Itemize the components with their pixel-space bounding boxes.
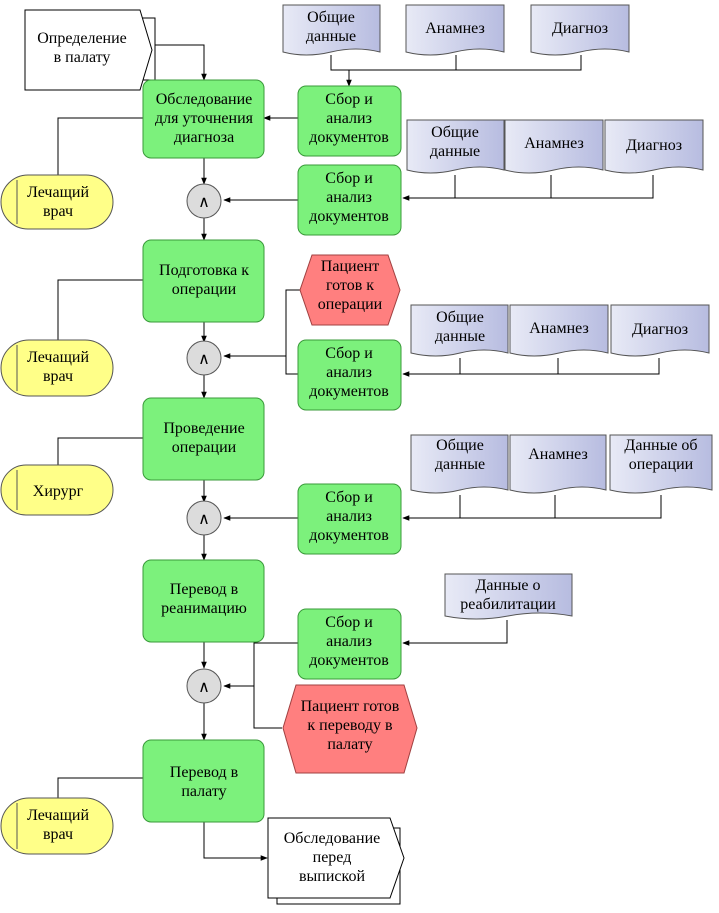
document-diagnosis-3-label: Диагноз (632, 321, 688, 338)
document-diagnosis-2[interactable]: Диагноз (604, 119, 704, 174)
document-diagnosis-3[interactable]: Диагноз (610, 304, 710, 357)
and-operator-2-symbol: ∧ (198, 351, 210, 368)
document-anamnesis-1-label: Анамнез (425, 20, 485, 37)
and-operator-2[interactable]: ∧ (186, 340, 222, 376)
document-anamnesis-3[interactable]: Анамнез (509, 304, 609, 357)
document-anamnesis-1[interactable]: Анамнез (405, 4, 505, 56)
document-diagnosis-2-label: Диагноз (626, 137, 682, 154)
document-anamnesis-4[interactable]: Анамнез (509, 434, 607, 494)
and-operator-3[interactable]: ∧ (186, 500, 222, 536)
document-anamnesis-2-label: Анамнез (524, 135, 584, 152)
and-operator-4-symbol: ∧ (198, 679, 210, 696)
role-surgeon[interactable]: Хирург (0, 464, 114, 516)
document-anamnesis-4-label: Анамнез (528, 446, 588, 463)
and-operator-4[interactable]: ∧ (186, 668, 222, 704)
role-surgeon-label: Хирург (33, 483, 84, 500)
document-anamnesis-3-label: Анамнез (529, 320, 589, 337)
and-operator-1-symbol: ∧ (198, 194, 210, 211)
document-diagnosis-1[interactable]: Диагноз (530, 4, 630, 56)
connectors (57, 44, 662, 861)
document-anamnesis-2[interactable]: Анамнез (504, 119, 604, 174)
document-diagnosis-1-label: Диагноз (552, 20, 608, 37)
and-operator-1[interactable]: ∧ (186, 183, 222, 219)
and-operator-3-symbol: ∧ (198, 511, 210, 528)
